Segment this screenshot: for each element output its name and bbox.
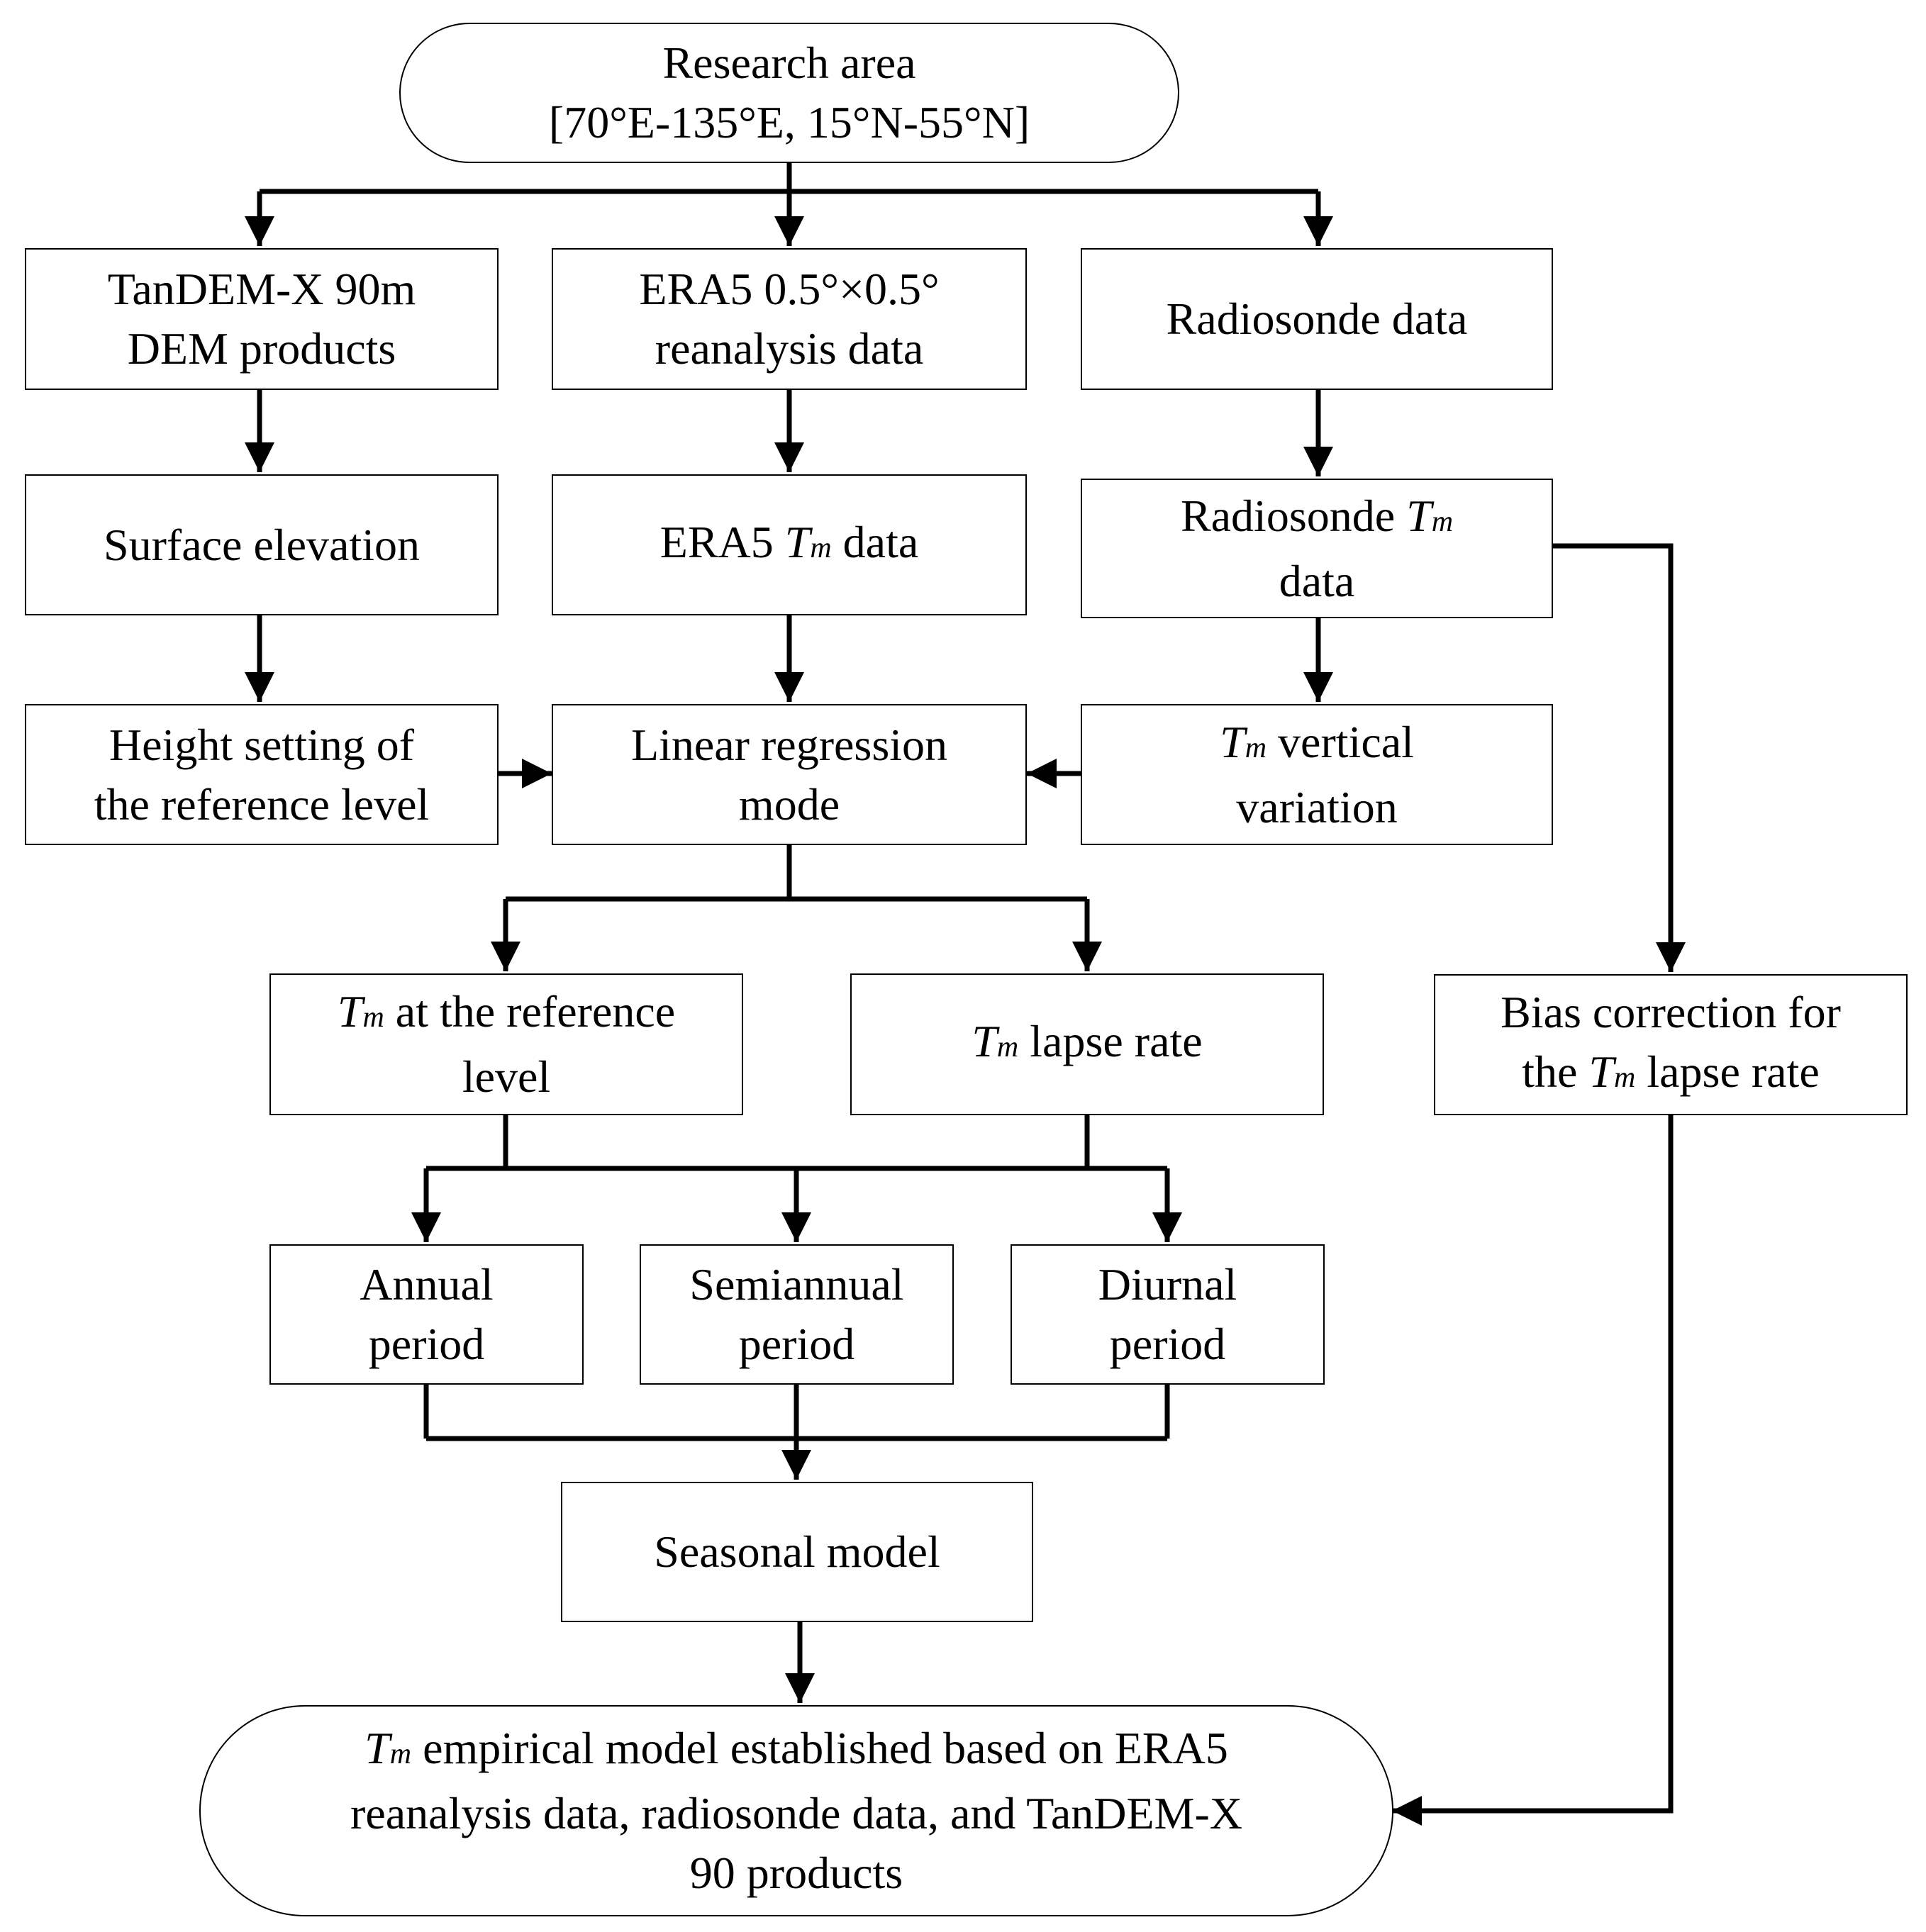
radiosonde-tm-label-line2: data [1279,555,1355,606]
diurnal-period-node: Diurnal period [1011,1244,1325,1385]
research-area-node: Research area [70°E-135°E, 15°N-55°N] [399,23,1179,163]
era5-tm-label: ERA5 Tm data [660,513,919,578]
era5-tm-suffix: data [831,516,919,567]
diurnal-label-line2: period [1109,1319,1226,1369]
final-label-line3: 90 products [689,1848,903,1898]
surface-elevation-label: Surface elevation [104,519,420,570]
tm-vertical-variation-node: Tm vertical variation [1081,704,1553,845]
research-area-coordinates: [70°E-135°E, 15°N-55°N] [548,97,1030,147]
era5-data-label-line1: ERA5 0.5°×0.5° [639,264,940,314]
surface-elevation-node: Surface elevation [25,474,499,615]
semiannual-label-line1: Semiannual [689,1259,904,1310]
tandem-label-line2: DEM products [127,323,396,374]
era5-tm-prefix: ERA5 [659,516,785,567]
linear-regression-label-line1: Linear regression [630,719,948,770]
radiosonde-tm-prefix: Radiosonde [1180,490,1407,541]
bias-correction-label-line2: the Tm lapse rate [1522,1042,1820,1107]
diurnal-label-line1: Diurnal [1098,1259,1237,1310]
radiosonde-tm-label-line1: Radiosonde Tm [1181,486,1453,552]
tm-vertical-suffix: vertical [1267,716,1414,767]
arrow-bias-to-final [1392,1115,1674,1826]
annual-label-line1: Annual [360,1259,494,1310]
tm-symbol: T [972,1016,997,1066]
tm-lapse-suffix: lapse rate [1018,1016,1203,1066]
bias-correction-label-line1: Bias correction for [1501,986,1841,1037]
tm-subscript: m [1245,731,1267,764]
tm-symbol: T [337,986,363,1037]
seasonal-model-label: Seasonal model [654,1526,940,1577]
tm-vertical-label-line2: variation [1236,781,1398,832]
bias-correction-node: Bias correction for the Tm lapse rate [1434,974,1908,1115]
annual-label-line2: period [368,1319,485,1369]
bias-correction-prefix: the [1522,1046,1589,1097]
annual-period-node: Annual period [269,1244,584,1385]
era5-data-label-line2: reanalysis data [655,323,924,374]
tm-reference-suffix: at the reference [384,986,676,1037]
era5-tm-node: ERA5 Tm data [552,474,1027,615]
linear-regression-node: Linear regression mode [552,704,1027,845]
arrow-radiosonde-to-bias [1553,543,1686,972]
height-setting-label-line2: the reference level [94,778,430,830]
radiosonde-data-label: Radiosonde data [1166,294,1468,344]
seasonal-model-node: Seasonal model [561,1482,1033,1622]
height-setting-node: Height setting of the reference level [25,704,499,845]
tm-subscript: m [1431,505,1454,538]
tm-lapse-rate-node: Tm lapse rate [850,973,1324,1115]
tm-symbol: T [364,1723,390,1773]
tm-subscript: m [362,1001,384,1034]
era5-data-node: ERA5 0.5°×0.5° reanalysis data [552,248,1027,390]
final-label-line2: reanalysis data, radiosonde data, and Ta… [350,1788,1242,1838]
tm-subscript: m [389,1738,412,1770]
tm-subscript: m [810,531,832,564]
tandem-dem-node: TanDEM-X 90m DEM products [25,248,499,390]
final-label-line1: Tm empirical model established based on … [364,1719,1228,1784]
tm-subscript: m [996,1031,1019,1063]
semiannual-period-node: Semiannual period [640,1244,954,1385]
bias-correction-suffix: lapse rate [1635,1046,1820,1097]
height-setting-label-line1: Height setting of [108,719,415,770]
tm-reference-label-line2: level [462,1051,551,1102]
semiannual-label-line2: period [738,1319,855,1369]
tm-symbol: T [1220,716,1245,767]
tm-vertical-label-line1: Tm vertical [1220,713,1414,778]
research-area-title: Research area [662,38,916,88]
tm-reference-level-node: Tm at the reference level [269,973,743,1115]
final-model-node: Tm empirical model established based on … [199,1705,1393,1916]
tm-lapse-label: Tm lapse rate [972,1012,1202,1077]
tm-symbol: T [1406,490,1432,541]
tm-symbol: T [784,516,811,567]
linear-regression-label-line2: mode [738,778,840,830]
final-label-suffix: empirical model established based on ERA… [411,1723,1228,1773]
radiosonde-data-node: Radiosonde data [1081,248,1553,390]
tandem-label-line1: TanDEM-X 90m [107,264,416,314]
tm-reference-label-line1: Tm at the reference [338,982,675,1047]
radiosonde-tm-node: Radiosonde Tm data [1081,479,1553,618]
tm-subscript: m [1614,1061,1636,1094]
tm-symbol: T [1588,1046,1615,1097]
